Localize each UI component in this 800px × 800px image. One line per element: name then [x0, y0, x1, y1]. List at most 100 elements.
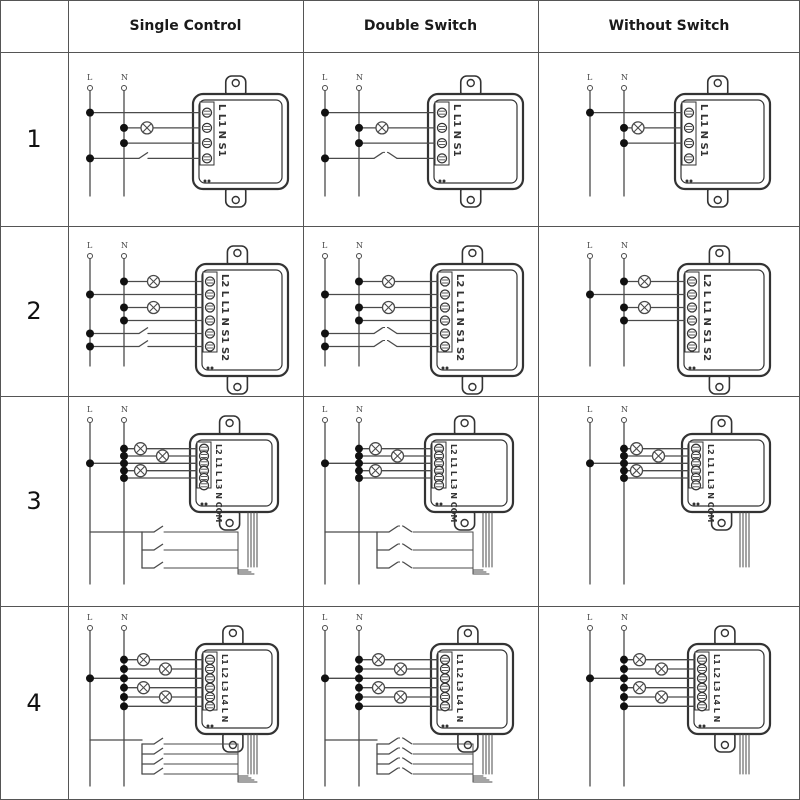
terminal-label: L L1 N S1 [216, 104, 227, 157]
terminal-strip [437, 651, 453, 712]
wire-label-l: L [87, 241, 93, 250]
lamp-icon [368, 464, 383, 478]
relay-module-icon: L1 L2 L3 L4 L N [194, 625, 280, 753]
lamp-icon [381, 274, 396, 289]
relay-module-icon: L1 L2 L3 L4 L N [429, 625, 515, 753]
lamp-icon [651, 449, 666, 463]
wire-label-n: N [356, 73, 363, 82]
terminal-screw-icon [204, 289, 216, 300]
terminal-screw-icon [439, 673, 451, 684]
terminal-label: L2 L L1 N S1 S2 [219, 274, 230, 361]
lamp-icon [368, 442, 383, 456]
wall-switch-icon [153, 757, 164, 765]
lamp-icon [133, 464, 148, 478]
wire-label-n: N [621, 241, 628, 250]
terminal-screw-icon [686, 315, 698, 326]
terminal-strip [684, 271, 700, 353]
terminal-strip [688, 441, 704, 491]
terminal-screw-icon [683, 107, 695, 118]
lamp-icon [136, 681, 151, 695]
terminal-screw-icon [683, 122, 695, 134]
terminal-screw-icon [683, 137, 695, 149]
wall-switch-icon [373, 151, 398, 159]
grid-hline-2 [0, 226, 800, 227]
terminal-label: L1 L2 L3 L4 L N [712, 654, 721, 722]
terminal-screw-icon [439, 289, 451, 300]
terminal-screw-icon [204, 654, 216, 665]
terminal-screw-icon [439, 654, 451, 665]
lamp-icon [375, 121, 389, 135]
terminal-screw-icon [439, 682, 451, 693]
row-label-4: 4 [26, 689, 42, 717]
terminal-screw-icon [201, 137, 213, 149]
terminal-screw-icon [436, 107, 448, 118]
lamp-icon [393, 690, 408, 704]
grid-hline-3 [0, 396, 800, 397]
wire-label-n: N [621, 613, 628, 622]
terminal-screw-icon [201, 107, 213, 118]
lamp-icon [631, 121, 645, 135]
terminal-screw-icon [690, 480, 702, 491]
relay-module-icon: L L1 N S1 [673, 75, 772, 208]
wire-label-l: L [87, 73, 93, 82]
wire-label-n: N [621, 73, 628, 82]
terminal-label: L2 L1 L L3 N COM [706, 444, 715, 522]
wall-switch-icon [388, 525, 413, 533]
wall-switch-icon [388, 737, 413, 745]
terminal-screw-icon [204, 328, 216, 339]
lamp-icon [632, 681, 647, 695]
terminal-screw-icon [204, 341, 216, 352]
terminal-strip [694, 651, 710, 712]
terminal-screw-icon [696, 691, 708, 703]
wall-switch-icon [153, 767, 164, 775]
terminal-screw-icon [696, 673, 708, 684]
terminal-screw-icon [204, 315, 216, 326]
lamp-icon [140, 121, 154, 135]
wire-label-n: N [121, 241, 128, 250]
grid-hline-1 [0, 52, 800, 53]
relay-module-icon: L2 L L1 N S1 S2 [676, 245, 772, 395]
terminal-screw-icon [439, 276, 451, 287]
relay-module-icon: L2 L1 L L3 N COM [423, 415, 515, 531]
column-header-double-switch: Double Switch [363, 18, 478, 34]
terminal-screw-icon [696, 682, 708, 693]
relay-module-icon: L L1 N S1 [426, 75, 525, 208]
terminal-screw-icon [204, 682, 216, 693]
terminal-screw-icon [204, 673, 216, 684]
relay-module-icon: L L1 N S1 [191, 75, 290, 208]
relay-module-icon: L2 L L1 N S1 S2 [429, 245, 525, 395]
terminal-screw-icon [204, 663, 216, 675]
lamp-icon [371, 681, 386, 695]
wire-label-n: N [121, 405, 128, 414]
row-label-1: 1 [26, 125, 42, 153]
wire-label-l: L [587, 73, 593, 82]
terminal-label: L L1 N S1 [698, 104, 709, 157]
row-label-3: 3 [26, 487, 42, 515]
terminal-screw-icon [439, 691, 451, 703]
lamp-icon [136, 653, 151, 667]
lamp-icon [381, 300, 396, 315]
terminal-screw-icon [204, 302, 216, 313]
lamp-icon [371, 653, 386, 667]
grid-vline-0 [0, 0, 1, 800]
wire-label-n: N [121, 73, 128, 82]
terminal-screw-icon [439, 302, 451, 313]
terminal-label: L1 L2 L3 L4 L N [455, 654, 464, 722]
terminal-screw-icon [439, 328, 451, 339]
terminal-label: L2 L1 L L3 N COM [449, 444, 458, 522]
terminal-strip [196, 441, 212, 491]
terminal-screw-icon [436, 122, 448, 134]
grid-hline-4 [0, 606, 800, 607]
wire-label-l: L [322, 405, 328, 414]
wire-label-n: N [621, 405, 628, 414]
wire-label-l: L [587, 613, 593, 622]
terminal-screw-icon [439, 341, 451, 352]
wire-label-n: N [356, 241, 363, 250]
terminal-screw-icon [686, 328, 698, 339]
terminal-screw-icon [696, 701, 708, 712]
wire-label-l: L [322, 613, 328, 622]
